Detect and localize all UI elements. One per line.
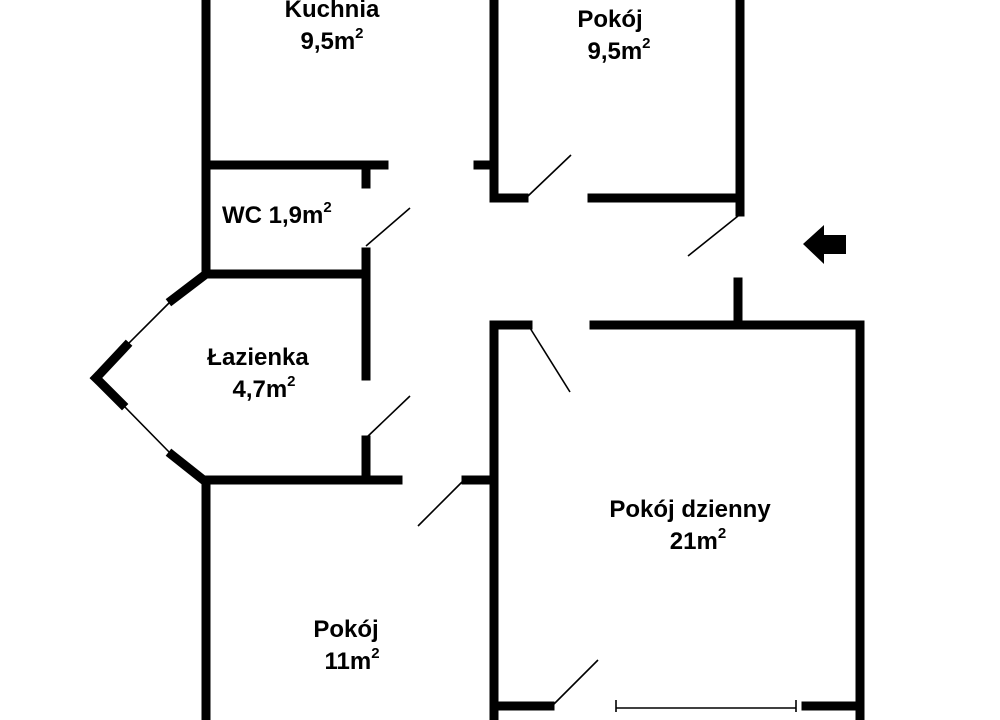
lazienka-left-upper bbox=[89, 339, 133, 385]
kuchnia-area: 9,5m2 bbox=[300, 25, 364, 56]
pokoj-dzienny-name: Pokój dzienny bbox=[609, 496, 771, 523]
kuchnia-name: Kuchnia bbox=[284, 0, 380, 23]
walls bbox=[89, 0, 865, 720]
pokoj-top-area: 9,5m2 bbox=[587, 35, 651, 66]
lazienka-lower-diag bbox=[165, 448, 213, 489]
label-pokoj-top: Pokój 9,5m2 bbox=[569, 4, 650, 69]
pokoj-top-door bbox=[527, 154, 572, 197]
windows-and-doors bbox=[121, 154, 797, 712]
entrance-arrow-icon bbox=[803, 225, 846, 264]
lazienka-left-lower bbox=[89, 371, 129, 411]
pokoj-top-name: Pokój bbox=[577, 6, 643, 33]
wc-name: WC 1,9m bbox=[222, 202, 324, 229]
label-pokoj-bottom: Pokój 11m2 bbox=[312, 614, 379, 679]
label-wc: WC 1,9m2 bbox=[222, 200, 332, 232]
lazienka-upper-diag bbox=[165, 267, 213, 307]
pokoj-bottom-name: Pokój bbox=[313, 616, 379, 643]
lazienka-name: Łazienka bbox=[207, 344, 309, 371]
pokoj-dzienny-area: 21m2 bbox=[669, 525, 727, 556]
lazienka-area: 4,7m2 bbox=[232, 373, 296, 404]
wc-exp: 2 bbox=[323, 199, 332, 216]
dzienny-door bbox=[529, 327, 571, 393]
dzienny-bottom-door bbox=[553, 659, 599, 705]
lazienka-window-lower bbox=[121, 403, 173, 456]
wc-door bbox=[365, 207, 411, 247]
pokoj-bottom-door bbox=[417, 481, 463, 527]
label-pokoj-dzienny: Pokój dzienny 21m2 bbox=[609, 494, 770, 559]
pokoj-bottom-area: 11m2 bbox=[324, 645, 380, 676]
label-lazienka: Łazienka 4,7m2 bbox=[207, 342, 308, 407]
lazienka-window-upper bbox=[125, 299, 173, 347]
lazienka-door bbox=[365, 395, 411, 439]
entrance-door bbox=[687, 215, 739, 257]
label-kuchnia: Kuchnia 9,5m2 bbox=[285, 0, 380, 59]
